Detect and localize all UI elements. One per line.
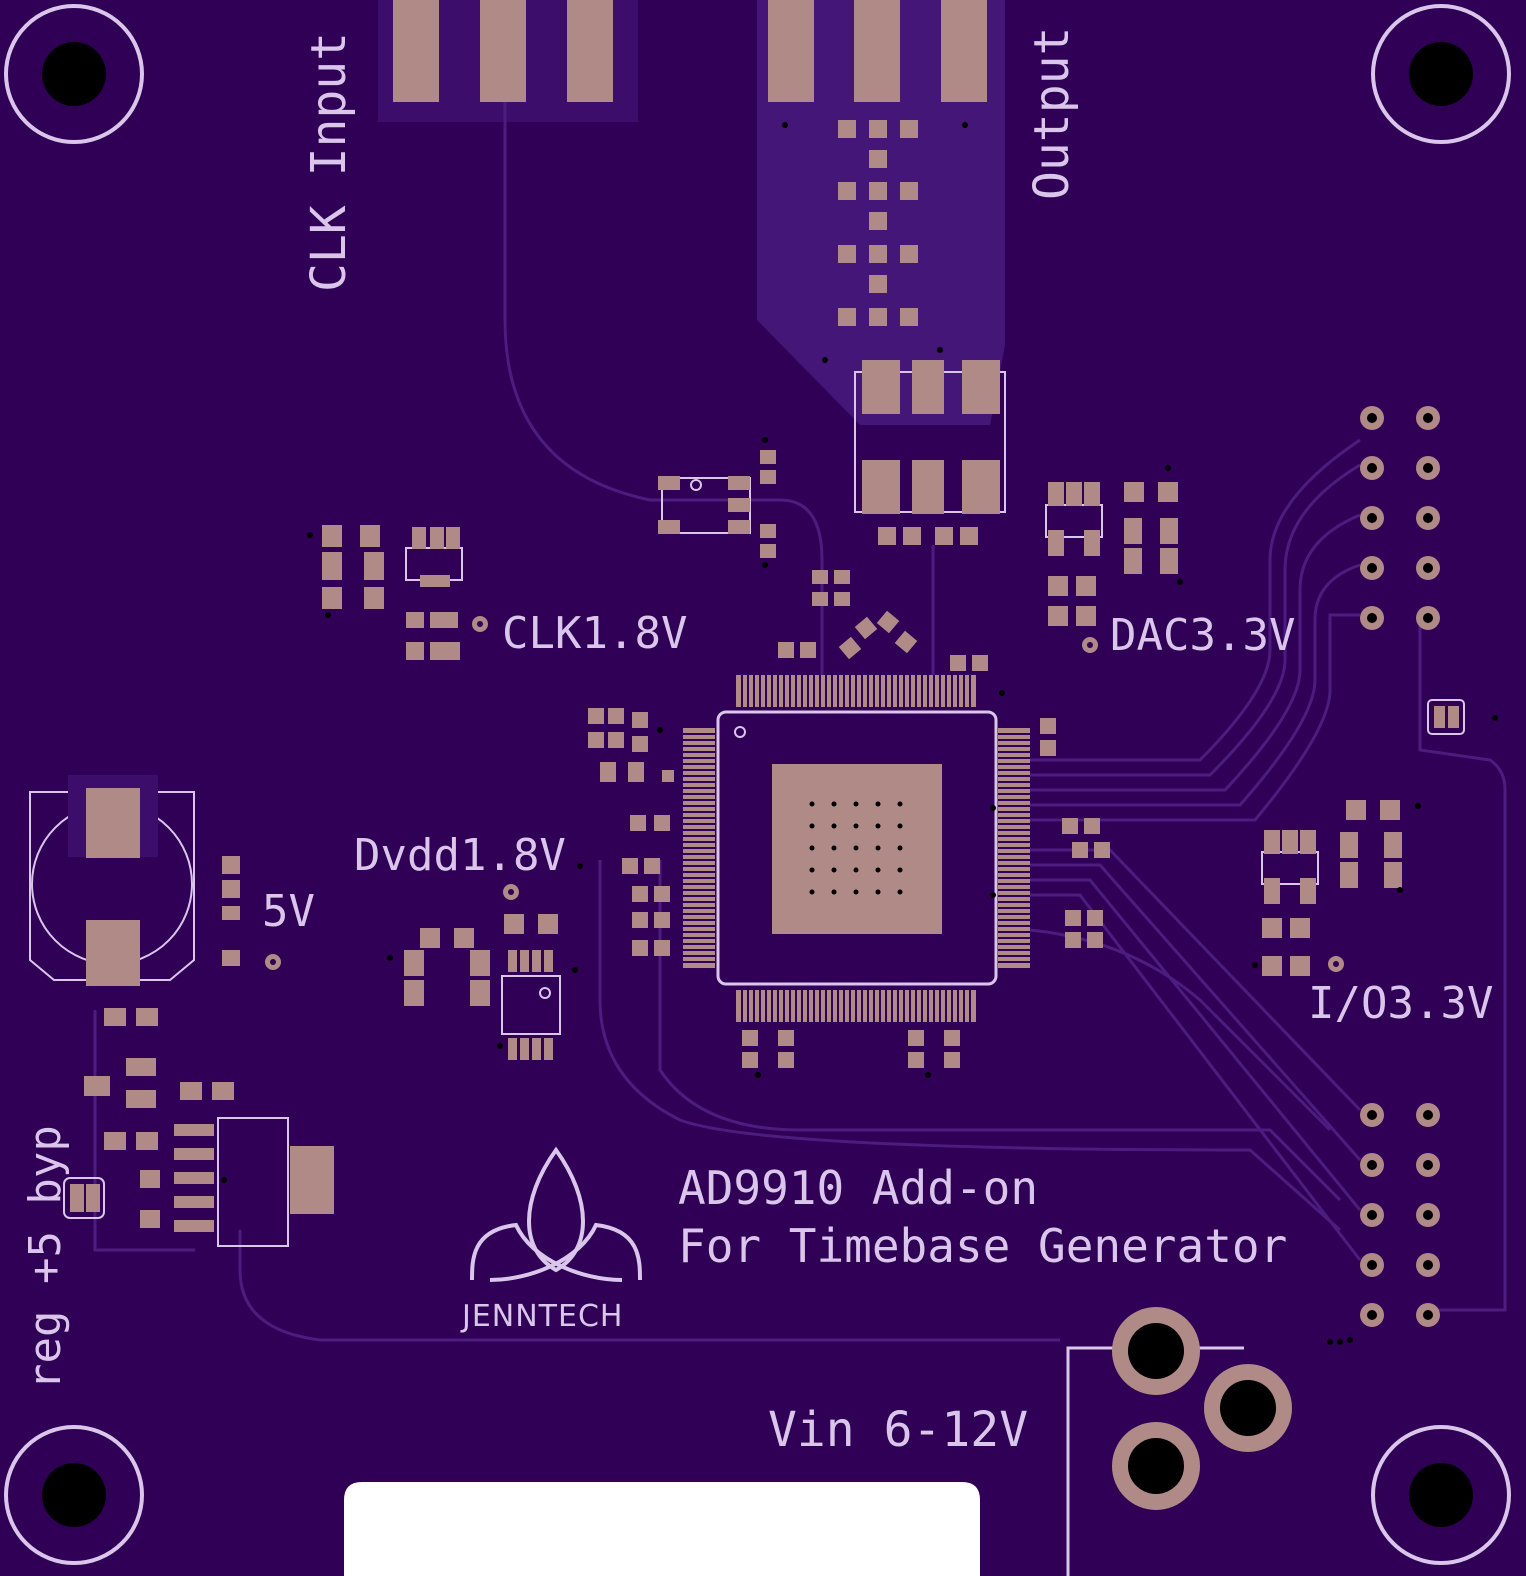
output-label: Output xyxy=(1024,27,1080,200)
reg-bypass-label: reg +5 byp xyxy=(20,1125,71,1390)
electrolytic-capacitor xyxy=(29,775,195,986)
title-line-1: AD9910 Add-on xyxy=(678,1161,1038,1215)
pin-gaps xyxy=(683,675,1030,1022)
dvdd-rail-label: Dvdd1.8V xyxy=(354,830,566,881)
five-volt-test-point xyxy=(222,856,281,970)
mounting-hole-icon xyxy=(1371,1425,1511,1565)
vin-label: Vin 6-12V xyxy=(768,1402,1028,1458)
clk-regulator xyxy=(322,525,488,660)
mounting-hole-icon xyxy=(4,1425,144,1565)
trinity-knot-logo-icon xyxy=(470,1146,642,1282)
clk-input-connector xyxy=(393,0,613,102)
thermal-vias xyxy=(809,801,903,895)
clock-oscillator xyxy=(658,450,776,558)
transformer xyxy=(854,360,1006,545)
board-cutout xyxy=(344,1482,980,1576)
io-rail-label: I/O3.3V xyxy=(1308,978,1493,1029)
barrel-jack-icon xyxy=(1066,1307,1292,1576)
bypass-cap-right xyxy=(1427,699,1465,735)
vias xyxy=(221,122,1498,1345)
dac-rail-label: DAC3.3V xyxy=(1110,610,1295,661)
traces xyxy=(93,100,1507,1342)
io-regulator xyxy=(1261,800,1402,976)
mounting-hole-icon xyxy=(1371,4,1511,144)
five-volt-label: 5V xyxy=(262,886,315,937)
logo-text: JENNTECH xyxy=(460,1299,623,1334)
mounting-hole-icon xyxy=(4,4,144,144)
output-connector xyxy=(768,0,987,102)
header-connector-top xyxy=(1360,406,1440,630)
header-connector-bottom xyxy=(1360,1103,1440,1327)
five-volt-regulator xyxy=(63,1008,334,1247)
title-line-2: For Timebase Generator xyxy=(678,1219,1287,1273)
clk-input-label: CLK Input xyxy=(301,32,357,292)
dvdd-regulator xyxy=(404,884,561,1060)
output-filter xyxy=(838,120,918,326)
dac-regulator xyxy=(1045,482,1178,653)
passive-components xyxy=(588,570,1110,1068)
clk-rail-label: CLK1.8V xyxy=(502,608,687,659)
